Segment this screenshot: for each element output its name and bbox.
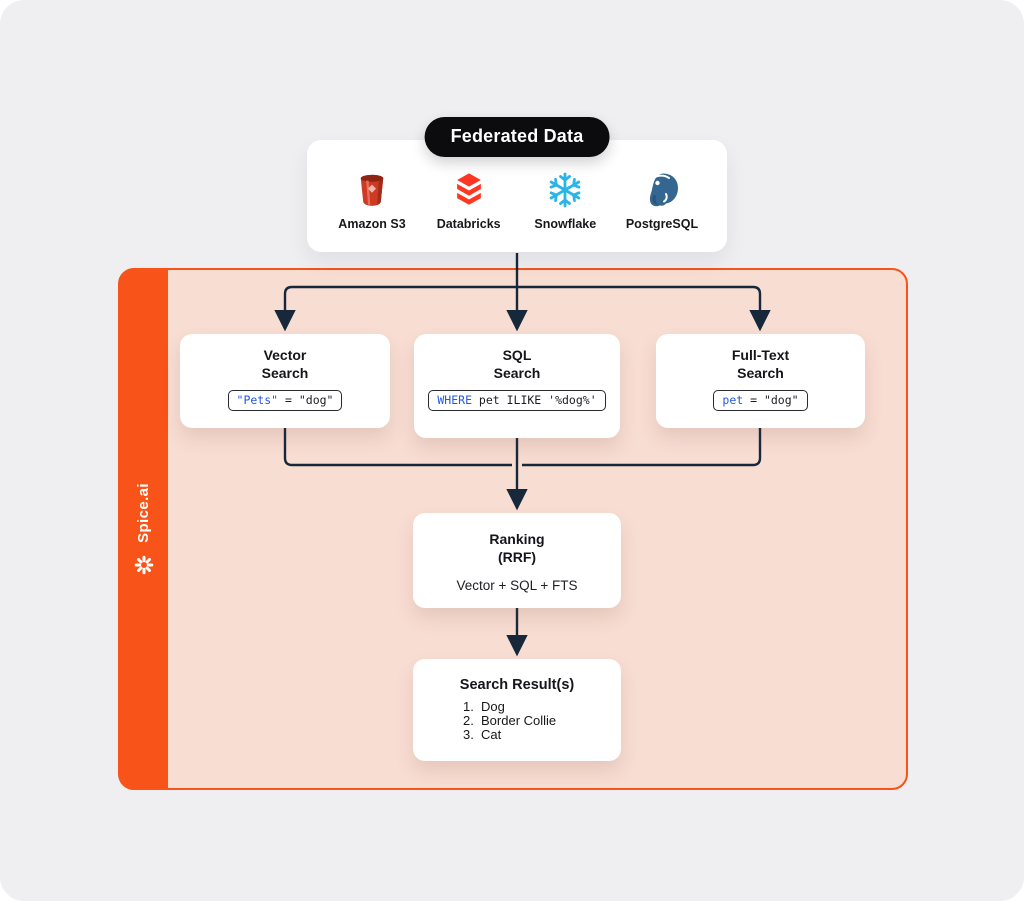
code-rest: = "dog" — [743, 392, 799, 407]
data-sources-row: Amazon S3 Databricks — [307, 140, 727, 252]
code-rest: pet ILIKE '%dog%' — [472, 392, 597, 407]
ranking-title: Ranking (RRF) — [489, 531, 544, 567]
ranking-card: Ranking (RRF) Vector + SQL + FTS — [413, 513, 621, 608]
federated-data-badge: Federated Data — [424, 117, 610, 157]
source-label: PostgreSQL — [625, 217, 699, 231]
snowflake-icon — [545, 170, 585, 210]
results-title: Search Result(s) — [459, 677, 575, 693]
amazon-s3-icon — [352, 170, 392, 210]
spice-sidebar: Spice.ai — [119, 269, 168, 789]
fulltext-search-title: Full-Text Search — [732, 347, 789, 383]
result-label: Cat — [481, 727, 502, 742]
fulltext-search-card: Full-Text Search pet = "dog" — [656, 334, 865, 428]
title-line-1: Ranking — [489, 531, 545, 547]
title-line-1: Vector — [263, 347, 307, 363]
source-postgresql: PostgreSQL — [623, 170, 701, 252]
code-keyword: WHERE — [437, 392, 472, 407]
vector-search-title: Vector Search — [262, 347, 309, 383]
result-item: 1. Dog — [463, 700, 621, 713]
vector-code-snippet: "Pets" = "dog" — [227, 389, 343, 411]
spice-brand-label: Spice.ai — [135, 483, 152, 543]
code-keyword: pet — [722, 392, 744, 407]
sql-search-title: SQL Search — [494, 347, 541, 383]
result-number: 3. — [463, 727, 474, 742]
result-label: Border Collie — [481, 713, 557, 728]
ranking-subtitle: Vector + SQL + FTS — [456, 577, 578, 593]
source-label: Databricks — [436, 217, 501, 231]
fulltext-code-snippet: pet = "dog" — [713, 389, 808, 411]
title-line-1: SQL — [502, 347, 532, 363]
result-item: 2. Border Collie — [463, 714, 621, 727]
title-line-2: Search — [493, 364, 541, 381]
databricks-icon — [449, 170, 489, 210]
sql-search-card: SQL Search WHERE pet ILIKE '%dog%' — [414, 334, 620, 438]
sql-code-snippet: WHERE pet ILIKE '%dog%' — [428, 389, 606, 411]
code-keyword: "Pets" — [236, 392, 279, 407]
search-results-card: Search Result(s) 1. Dog 2. Border Collie… — [413, 659, 621, 761]
spice-logo-icon — [134, 555, 153, 575]
vector-search-card: Vector Search "Pets" = "dog" — [180, 334, 390, 428]
source-label: Amazon S3 — [338, 217, 406, 231]
result-label: Dog — [481, 699, 505, 714]
source-label: Snowflake — [534, 217, 597, 231]
title-line-2: (RRF) — [497, 548, 537, 565]
code-rest: = "dog" — [278, 392, 334, 407]
source-snowflake: Snowflake — [526, 170, 604, 252]
title-line-2: Search — [737, 364, 784, 381]
title-line-1: Full-Text — [731, 347, 790, 363]
source-amazon-s3: Amazon S3 — [333, 170, 411, 252]
result-number: 1. — [463, 699, 474, 714]
postgresql-icon — [642, 170, 682, 210]
result-number: 2. — [463, 713, 474, 728]
result-item: 3. Cat — [463, 728, 621, 741]
results-list: 1. Dog 2. Border Collie 3. Cat — [463, 700, 621, 742]
source-databricks: Databricks — [430, 170, 508, 252]
title-line-2: Search — [261, 364, 309, 381]
